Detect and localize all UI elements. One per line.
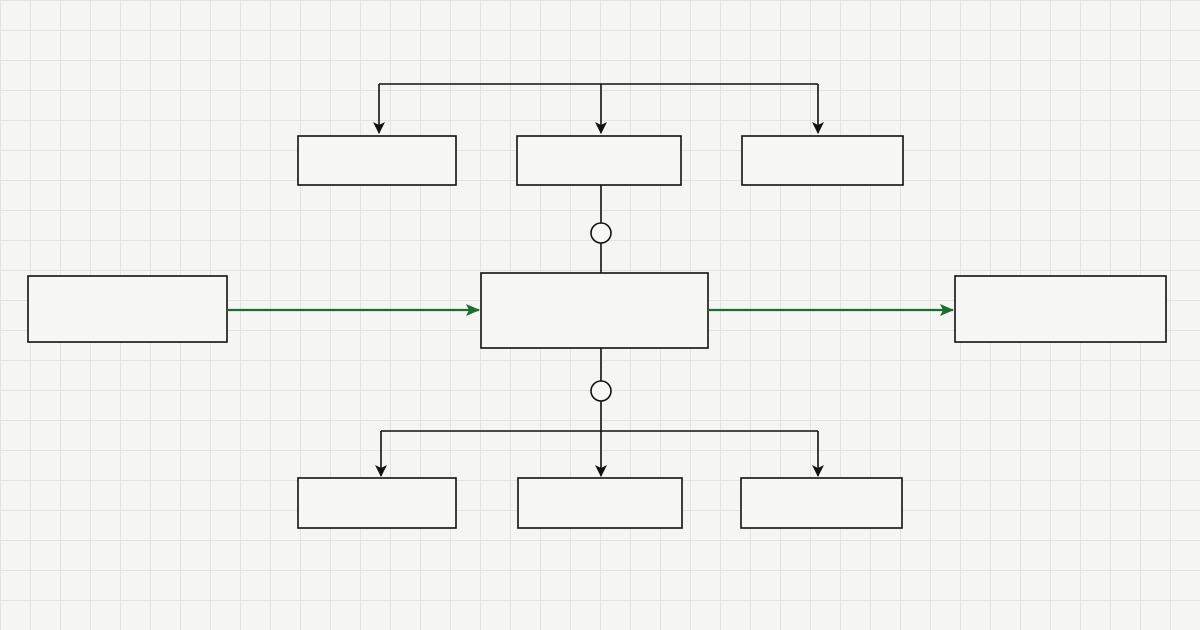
node-top-left[interactable] [297, 135, 457, 186]
node-right[interactable] [954, 275, 1167, 343]
node-bottom-right[interactable] [740, 477, 903, 529]
upper-circle-connector [590, 222, 612, 244]
node-left[interactable] [27, 275, 228, 343]
lower-circle-connector [590, 380, 612, 402]
node-top-center[interactable] [516, 135, 682, 186]
node-center[interactable] [480, 272, 709, 349]
node-top-right[interactable] [741, 135, 904, 186]
node-bottom-center[interactable] [517, 477, 683, 529]
node-bottom-left[interactable] [297, 477, 457, 529]
